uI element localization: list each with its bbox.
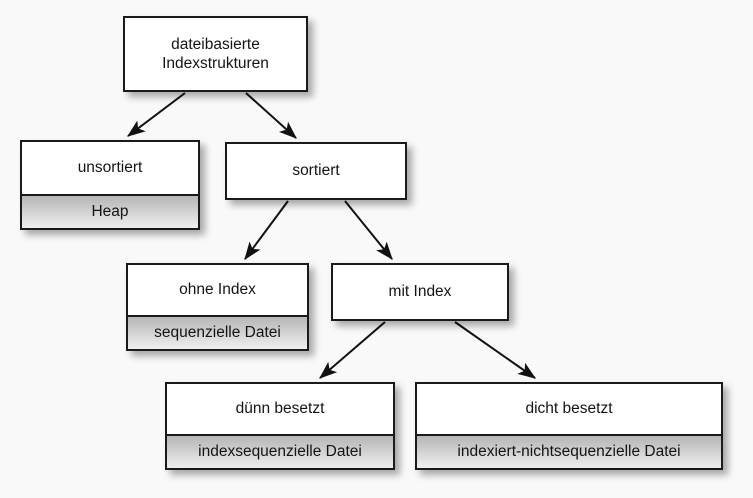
node-duenn-besetzt[interactable]: dünn besetzt indexsequenzielle Datei xyxy=(165,382,395,470)
edge-sortiert-to-ohne-index xyxy=(244,200,289,260)
node-title: ohne Index xyxy=(128,265,307,315)
node-subtitle-sequenzielle-datei: sequenzielle Datei xyxy=(128,315,307,349)
node-title: dateibasierte Indexstrukturen xyxy=(125,18,306,90)
node-dicht-besetzt[interactable]: dicht besetzt indexiert-nichtsequenziell… xyxy=(415,382,723,470)
edge-sortiert-to-mit-index xyxy=(344,200,393,260)
node-mit-index[interactable]: mit Index xyxy=(331,263,509,321)
edge-root-to-sortiert xyxy=(245,92,297,139)
edge-mit-index-to-duenn xyxy=(319,321,386,379)
node-unsortiert[interactable]: unsortiert Heap xyxy=(20,140,200,230)
edge-mit-index-to-dicht xyxy=(454,321,536,379)
node-sortiert[interactable]: sortiert xyxy=(225,142,407,200)
node-subtitle-indexiert-nichtsequenzielle-datei: indexiert-nichtsequenzielle Datei xyxy=(417,434,721,468)
node-title: dünn besetzt xyxy=(167,384,393,434)
node-title: sortiert xyxy=(227,144,405,198)
node-title: dicht besetzt xyxy=(417,384,721,434)
node-dateibasierte-indexstrukturen[interactable]: dateibasierte Indexstrukturen xyxy=(123,16,308,92)
node-ohne-index[interactable]: ohne Index sequenzielle Datei xyxy=(126,263,309,351)
node-subtitle-indexsequenzielle-datei: indexsequenzielle Datei xyxy=(167,434,393,468)
node-title: mit Index xyxy=(333,265,507,319)
node-title: unsortiert xyxy=(22,142,198,194)
edge-root-to-unsortiert xyxy=(127,92,186,137)
node-subtitle-heap: Heap xyxy=(22,194,198,228)
